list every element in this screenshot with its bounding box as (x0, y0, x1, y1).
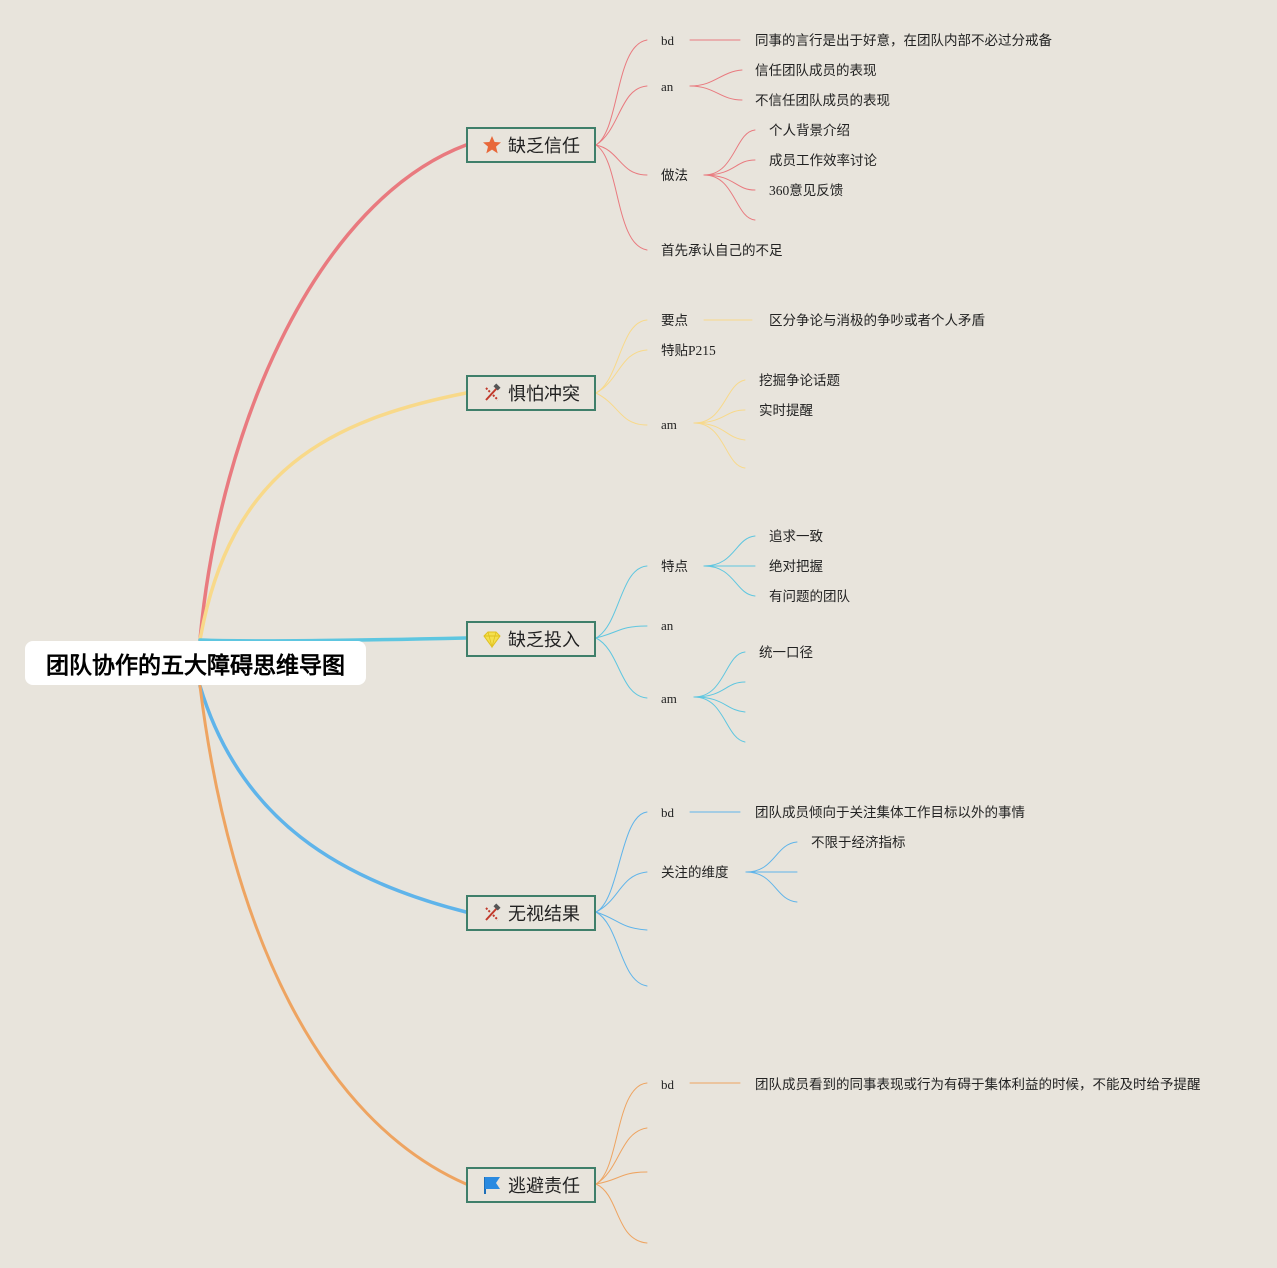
subtopic-detail[interactable]: 区分争论与消极的争吵或者个人矛盾 (769, 313, 985, 328)
topic-fear-of-conflict[interactable]: 惧怕冲突 (466, 375, 596, 411)
subtopic-item[interactable]: 统一口径 (759, 645, 813, 660)
topic-lack-of-commitment[interactable]: 缺乏投入 (466, 621, 596, 657)
topic-inattention-to-results[interactable]: 无视结果 (466, 895, 596, 931)
subtopic-label[interactable]: bd (661, 1077, 674, 1092)
connector-root-accountability (198, 684, 468, 1186)
topic-lack-of-trust[interactable]: 缺乏信任 (466, 127, 596, 163)
subtopic-label[interactable]: 要点 (661, 313, 688, 328)
subtopic-label[interactable]: bd (661, 805, 674, 820)
subtopic-label[interactable]: am (661, 417, 677, 432)
subtopic-label[interactable]: an (661, 79, 674, 94)
subtopic-label[interactable]: am (661, 691, 677, 706)
tools-icon (485, 383, 501, 401)
connector-root-conflict (198, 391, 468, 642)
root-title: 团队协作的五大障碍思维导图 (46, 653, 345, 679)
diamond-icon (483, 631, 501, 649)
subtopic-item[interactable]: 不信任团队成员的表现 (755, 93, 890, 108)
root-topic[interactable]: 团队协作的五大障碍思维导图 (25, 641, 366, 685)
flag-icon (484, 1177, 500, 1194)
subtopic-label[interactable]: 特点 (661, 559, 688, 574)
connector-root-commitment (198, 636, 468, 643)
subtopic-label[interactable]: 做法 (661, 168, 688, 183)
subtopic-item[interactable]: 实时提醒 (759, 403, 813, 418)
subtopic-detail[interactable]: 团队成员看到的同事表现或行为有碍于集体利益的时候，不能及时给予提醒 (755, 1077, 1201, 1092)
subtopic-item[interactable]: 不限于经济指标 (811, 835, 906, 850)
subtopic-item[interactable]: 挖掘争论话题 (759, 373, 840, 388)
topic-title: 逃避责任 (508, 1176, 580, 1197)
subtopic-label[interactable]: 特贴P215 (661, 343, 716, 358)
topic-title: 缺乏投入 (508, 630, 580, 651)
subtopic-item[interactable]: 有问题的团队 (769, 589, 850, 604)
tools-icon (485, 903, 501, 921)
subtopic-label[interactable]: 首先承认自己的不足 (661, 243, 783, 258)
subtopic-item[interactable]: 信任团队成员的表现 (755, 63, 877, 78)
topic-title: 无视结果 (508, 904, 580, 925)
subtopic-item[interactable]: 绝对把握 (769, 559, 823, 574)
subtopic-label[interactable]: an (661, 618, 674, 633)
connector-root-trust (198, 143, 468, 642)
topic-title: 惧怕冲突 (508, 384, 580, 405)
subtopic-item[interactable]: 追求一致 (769, 529, 823, 544)
subtopic-item[interactable]: 成员工作效率讨论 (769, 153, 877, 168)
connector-root-results (198, 684, 468, 914)
star-icon (483, 136, 501, 154)
subtopic-label[interactable]: bd (661, 33, 674, 48)
subtopic-detail[interactable]: 同事的言行是出于好意，在团队内部不必过分戒备 (755, 33, 1052, 48)
subtopic-detail[interactable]: 团队成员倾向于关注集体工作目标以外的事情 (755, 805, 1025, 820)
subtopic-label[interactable]: 关注的维度 (661, 865, 729, 880)
subtopic-item[interactable]: 360意见反馈 (769, 183, 844, 198)
topic-avoidance-of-accountability[interactable]: 逃避责任 (466, 1167, 596, 1203)
subtopic-item[interactable]: 个人背景介绍 (769, 123, 850, 138)
topic-title: 缺乏信任 (508, 136, 580, 157)
